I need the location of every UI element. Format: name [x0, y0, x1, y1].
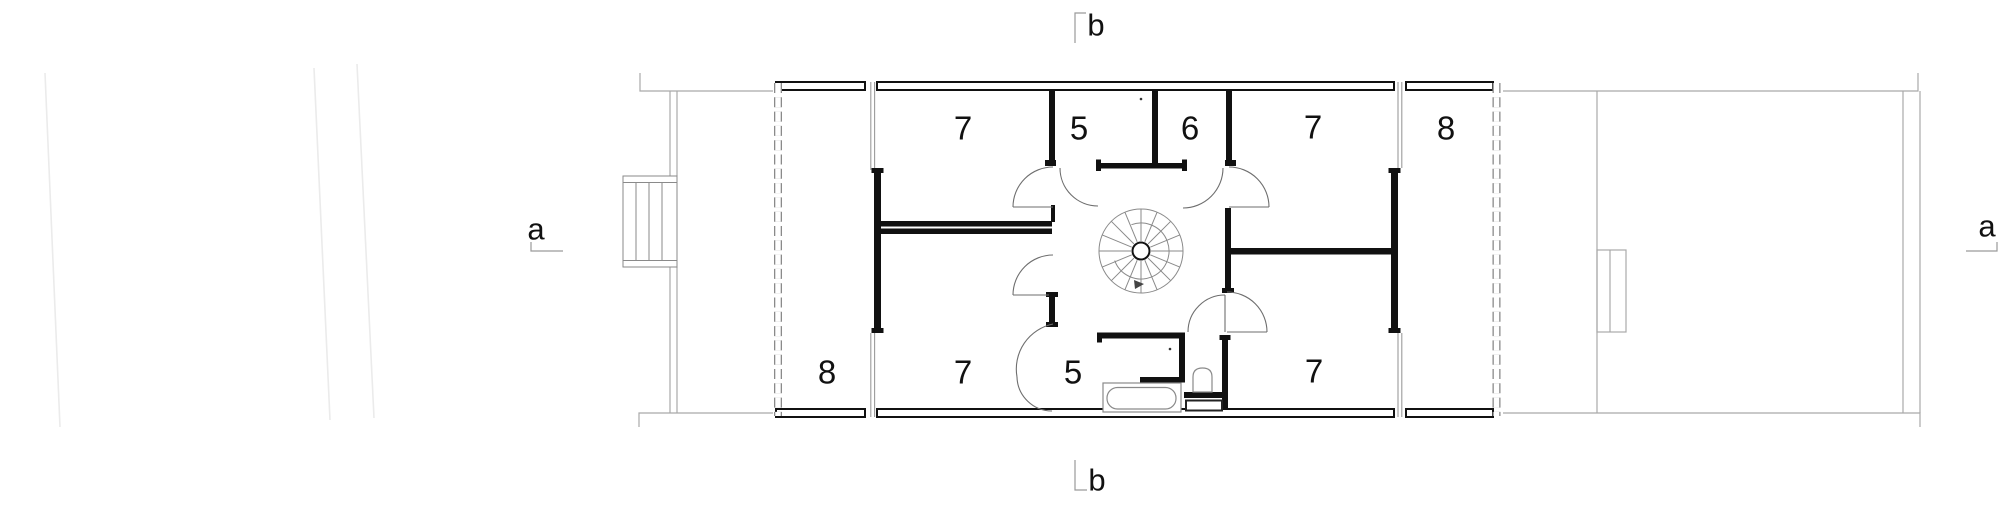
stair-direction-arrow: [1134, 280, 1144, 289]
room-label-5-top: 5: [1070, 110, 1088, 147]
section-marker-b-top: b: [1074, 8, 1105, 43]
door-room6-top: [1182, 167, 1224, 209]
washbasin: [1185, 399, 1223, 412]
faint-site-lines: [44, 63, 375, 428]
spiral-staircase: [1098, 208, 1184, 294]
neighbor-door-niche: [1596, 249, 1627, 333]
door-hall-top-left: [1012, 166, 1054, 208]
bathtub: [1102, 382, 1182, 413]
toilet: [1192, 367, 1213, 393]
bathroom-fixtures: [1102, 367, 1223, 413]
interior-walls: [871, 90, 1401, 409]
section-label-a-left: a: [527, 212, 545, 247]
neighbor-stair: [622, 175, 678, 268]
neighbor-building-left: [622, 73, 773, 427]
section-label-b-bottom: b: [1088, 463, 1105, 498]
neighbor-building-right: [1503, 73, 1921, 427]
room-label-5-bottom: 5: [1064, 354, 1082, 391]
thin-partitions: [870, 82, 1403, 417]
drawing-dots: [1139, 97, 1172, 351]
room-label-8-bottom-left: 8: [818, 354, 836, 391]
section-marker-a-left: a: [527, 212, 563, 252]
room-label-7-top-right: 7: [1304, 109, 1322, 146]
door-room5-top: [1059, 167, 1099, 207]
section-marker-a-right: a: [1966, 209, 1998, 252]
door-hall-bottom-left: [1012, 254, 1054, 412]
door-swings: [1012, 166, 1270, 412]
section-label-b-top: b: [1087, 8, 1104, 43]
section-markers: a a b b: [527, 8, 1998, 498]
room-label-8-top-right: 8: [1437, 110, 1455, 147]
door-room7-bottom-right: [1226, 291, 1268, 333]
section-label-a-right: a: [1978, 209, 1996, 244]
door-hall-top-right: [1228, 166, 1270, 208]
stair-newel-post: [1131, 241, 1151, 261]
room-label-6-top: 6: [1181, 110, 1199, 147]
room-labels: 7 5 6 7 8 8 7 5 7: [818, 109, 1455, 391]
door-wc: [1187, 294, 1226, 333]
room-label-7-bottom-left: 7: [954, 354, 972, 391]
room-label-7-bottom-right: 7: [1305, 353, 1323, 390]
section-marker-b-bottom: b: [1074, 460, 1106, 498]
room-label-7-top-left: 7: [954, 110, 972, 147]
